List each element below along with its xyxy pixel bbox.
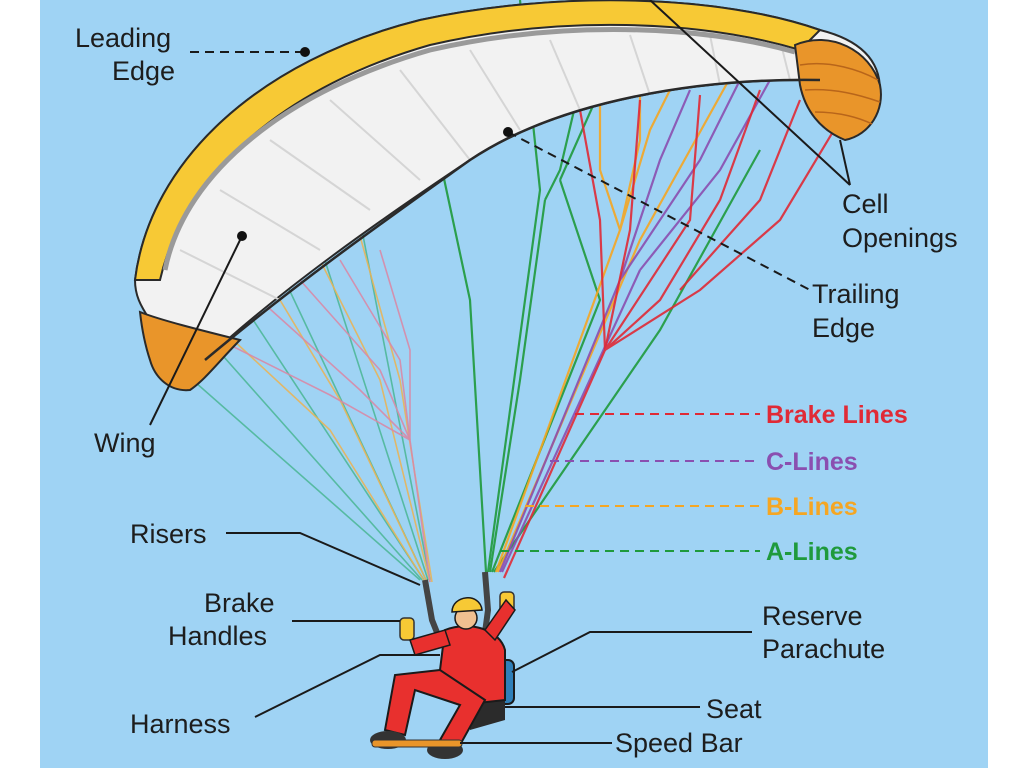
label-reserve-parachute-line2: Parachute bbox=[762, 634, 885, 664]
dot-trailing-edge bbox=[503, 127, 513, 137]
label-leading-edge-line2: Edge bbox=[112, 56, 175, 86]
label-c-lines: C-Lines bbox=[766, 448, 858, 476]
label-brake-handles-line2: Handles bbox=[168, 621, 267, 651]
label-a-lines: A-Lines bbox=[766, 538, 858, 566]
label-reserve-parachute-line1: Reserve bbox=[762, 601, 863, 631]
brake-handle-left bbox=[400, 618, 414, 640]
label-leading-edge-line1: Leading bbox=[75, 23, 171, 53]
label-brake-lines: Brake Lines bbox=[766, 401, 908, 429]
label-cell-openings-line1: Cell bbox=[842, 189, 889, 219]
dot-wing bbox=[237, 231, 247, 241]
label-cell-openings-line2: Openings bbox=[842, 223, 958, 253]
label-speed-bar: Speed Bar bbox=[615, 728, 743, 758]
label-wing: Wing bbox=[94, 428, 156, 458]
label-brake-handles-line1: Brake bbox=[204, 588, 275, 618]
label-seat: Seat bbox=[706, 694, 762, 724]
speed-bar bbox=[372, 740, 462, 747]
label-trailing-edge-line1: Trailing bbox=[812, 279, 900, 309]
dot-leading-edge bbox=[300, 47, 310, 57]
label-harness: Harness bbox=[130, 709, 231, 739]
label-trailing-edge-line2: Edge bbox=[812, 313, 875, 343]
label-b-lines: B-Lines bbox=[766, 493, 858, 521]
label-risers: Risers bbox=[130, 519, 207, 549]
